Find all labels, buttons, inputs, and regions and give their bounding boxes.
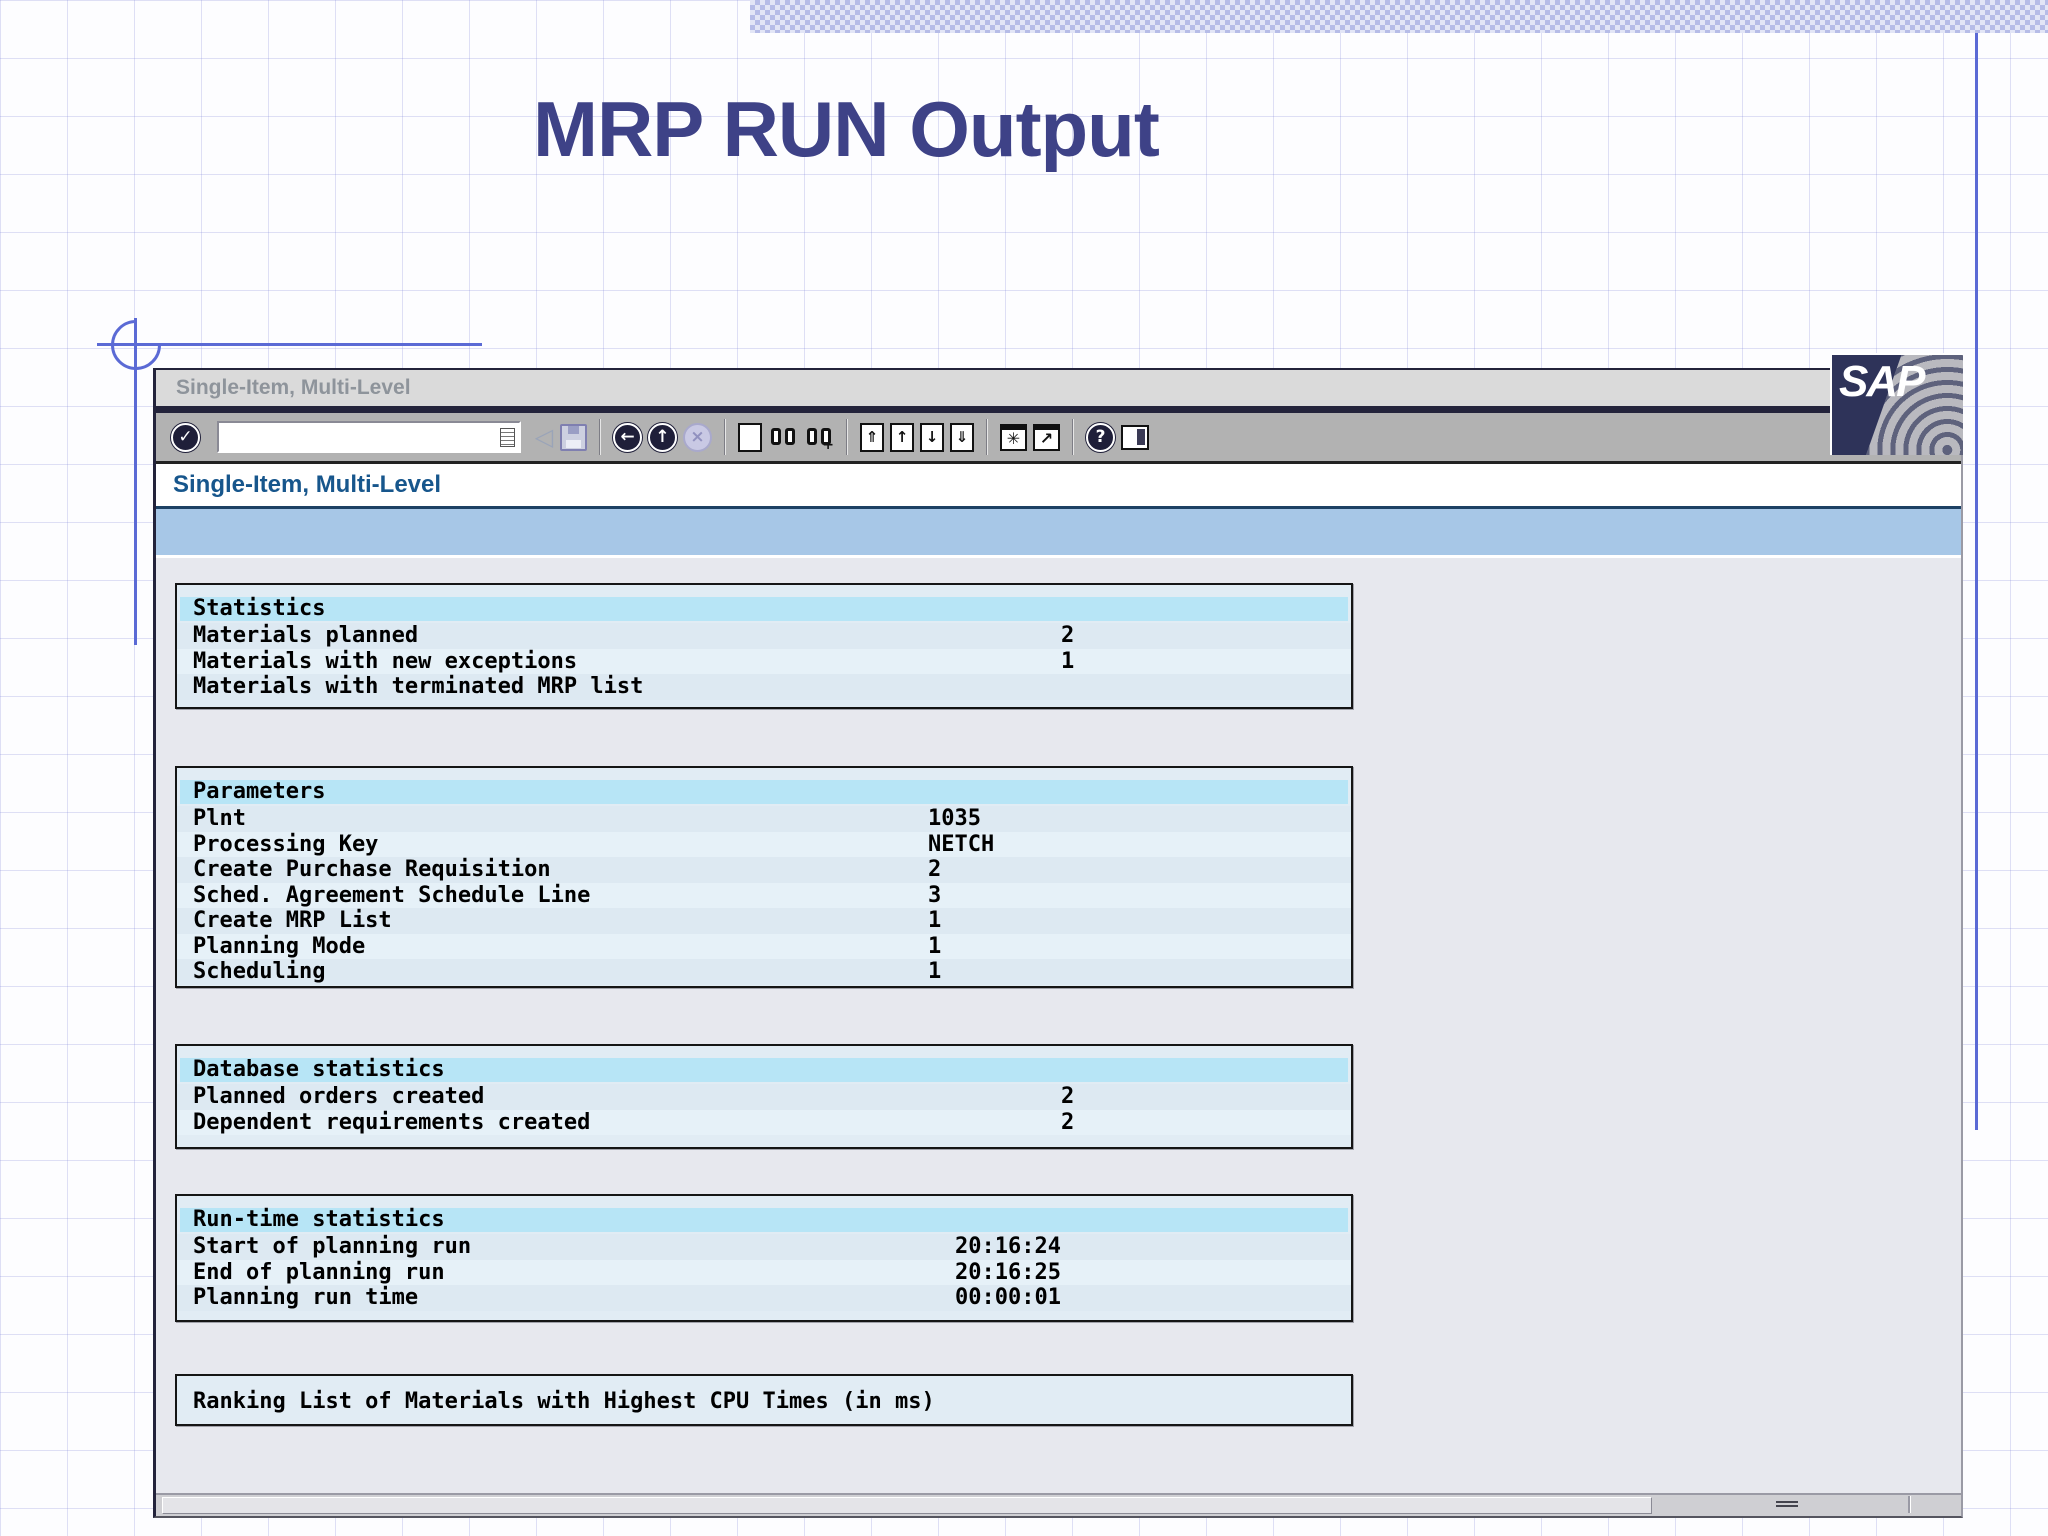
section-header: Run-time statistics <box>180 1208 1348 1232</box>
find-next-icon[interactable]: + <box>804 421 834 453</box>
back-icon[interactable]: ← <box>613 422 642 452</box>
row-label: Create MRP List <box>193 908 392 933</box>
list-row: Sched. Agreement Schedule Line 3 <box>177 882 1351 908</box>
exit-up-icon[interactable]: ↑ <box>648 422 677 452</box>
command-field[interactable] <box>217 421 521 453</box>
cancel-icon[interactable]: × <box>683 422 712 452</box>
decorative-checker-band <box>750 0 2048 33</box>
separator <box>599 419 601 455</box>
list-row: Materials with new exceptions 1 <box>177 648 1351 674</box>
row-value: 1 <box>1061 648 1075 674</box>
list-row: Dependent requirements created 2 <box>177 1109 1351 1135</box>
list-row: Materials with terminated MRP list <box>177 674 1351 700</box>
row-label: Materials with new exceptions <box>193 648 578 674</box>
scrollbar-divider <box>1908 1496 1911 1513</box>
row-label: Planning Mode <box>193 933 366 959</box>
row-label: End of planning run <box>193 1259 445 1285</box>
separator <box>724 419 726 455</box>
sap-window: Single-Item, Multi-Level ✓ ◁←↑×+⇑↑↓⇓✳↗? … <box>153 368 1963 1518</box>
screen-heading-row: Single-Item, Multi-Level <box>156 464 1961 506</box>
section-header: Statistics <box>180 597 1348 621</box>
application-toolbar-band <box>156 509 1961 558</box>
create-session-icon[interactable]: ✳ <box>1000 423 1027 451</box>
print-icon[interactable] <box>738 422 762 452</box>
section-header: Parameters <box>180 780 1348 804</box>
first-page-icon[interactable]: ⇑ <box>860 422 884 452</box>
find-icon[interactable] <box>768 421 798 453</box>
sap-logo-text: SAP <box>1839 357 1925 406</box>
database-statistics-box: Database statistics Planned orders creat… <box>175 1044 1353 1149</box>
heading-divider <box>156 506 1961 509</box>
shortcut-icon[interactable]: ↗ <box>1033 423 1060 451</box>
sap-logo: SAP <box>1832 355 1963 455</box>
list-row: Processing Key NETCH <box>177 831 1351 857</box>
list-row: Planned orders created 2 <box>177 1084 1351 1110</box>
row-label: Start of planning run <box>193 1234 472 1259</box>
row-label: Materials planned <box>193 623 419 648</box>
command-field-wrap <box>217 421 521 453</box>
row-label: Processing Key <box>193 831 379 857</box>
row-value: 00:00:01 <box>955 1285 1061 1310</box>
page-up-icon[interactable]: ↑ <box>890 422 914 452</box>
row-value: 1 <box>928 908 942 933</box>
section-header: Ranking List of Materials with Highest C… <box>193 1389 935 1414</box>
row-label: Scheduling <box>193 959 326 984</box>
row-label: Create Purchase Requisition <box>193 857 551 882</box>
list-row: Create Purchase Requisition 2 <box>177 857 1351 883</box>
row-value: 1 <box>928 933 942 959</box>
customize-icon[interactable] <box>1121 424 1149 450</box>
row-value: 2 <box>928 857 942 882</box>
list-row: Plnt 1035 <box>177 806 1351 832</box>
row-label: Materials with terminated MRP list <box>193 674 644 699</box>
save-icon[interactable] <box>560 423 587 451</box>
command-list-icon[interactable] <box>500 428 515 447</box>
list-row: End of planning run 20:16:25 <box>177 1259 1351 1285</box>
row-value: 2 <box>1061 1109 1075 1135</box>
last-page-icon[interactable]: ⇓ <box>950 422 974 452</box>
row-value: 2 <box>1061 1084 1075 1109</box>
row-value: 1 <box>928 959 942 984</box>
row-value: 20:16:25 <box>955 1259 1061 1285</box>
screen-heading: Single-Item, Multi-Level <box>173 471 442 498</box>
row-label: Sched. Agreement Schedule Line <box>193 882 591 908</box>
list-row: Planning Mode 1 <box>177 933 1351 959</box>
runtime-statistics-box: Run-time statistics Start of planning ru… <box>175 1194 1353 1322</box>
row-label: Planning run time <box>193 1285 419 1310</box>
row-value: NETCH <box>928 831 995 857</box>
toolbar-icons: ◁←↑×+⇑↑↓⇓✳↗? <box>531 419 1152 455</box>
list-row: Materials planned 2 <box>177 623 1351 649</box>
page-down-icon[interactable]: ↓ <box>920 422 944 452</box>
scrollbar-thumb[interactable] <box>162 1497 1652 1514</box>
ranking-list-box: Ranking List of Materials with Highest C… <box>175 1374 1353 1426</box>
back-triangle-icon[interactable]: ◁ <box>534 423 554 451</box>
scrollbar-grip[interactable] <box>1776 1501 1798 1509</box>
row-value: 3 <box>928 882 942 908</box>
row-label: Planned orders created <box>193 1084 485 1109</box>
row-value: 2 <box>1061 623 1075 648</box>
window-titlebar: Single-Item, Multi-Level <box>156 370 1961 413</box>
section-header: Database statistics <box>180 1058 1348 1082</box>
window-title: Single-Item, Multi-Level <box>176 376 411 399</box>
horizontal-scrollbar[interactable] <box>156 1493 1961 1516</box>
row-label: Plnt <box>193 806 246 831</box>
list-row: Start of planning run 20:16:24 <box>177 1234 1351 1260</box>
separator <box>846 419 848 455</box>
list-row: Scheduling 1 <box>177 959 1351 985</box>
row-value: 20:16:24 <box>955 1234 1061 1259</box>
toolbar: ✓ ◁←↑×+⇑↑↓⇓✳↗? <box>156 413 1961 464</box>
decorative-vertical-line <box>134 318 137 645</box>
list-row: Planning run time 00:00:01 <box>177 1285 1351 1311</box>
row-value: 1035 <box>928 806 981 831</box>
separator <box>986 419 988 455</box>
page-title: MRP RUN Output <box>533 85 1160 173</box>
list-row: Create MRP List 1 <box>177 908 1351 934</box>
row-label: Dependent requirements created <box>193 1109 591 1135</box>
decorative-right-line <box>1975 33 1978 1130</box>
enter-check-icon[interactable]: ✓ <box>171 422 200 452</box>
separator <box>1072 419 1074 455</box>
decorative-horizontal-line <box>97 343 482 346</box>
help-icon[interactable]: ? <box>1086 422 1115 452</box>
